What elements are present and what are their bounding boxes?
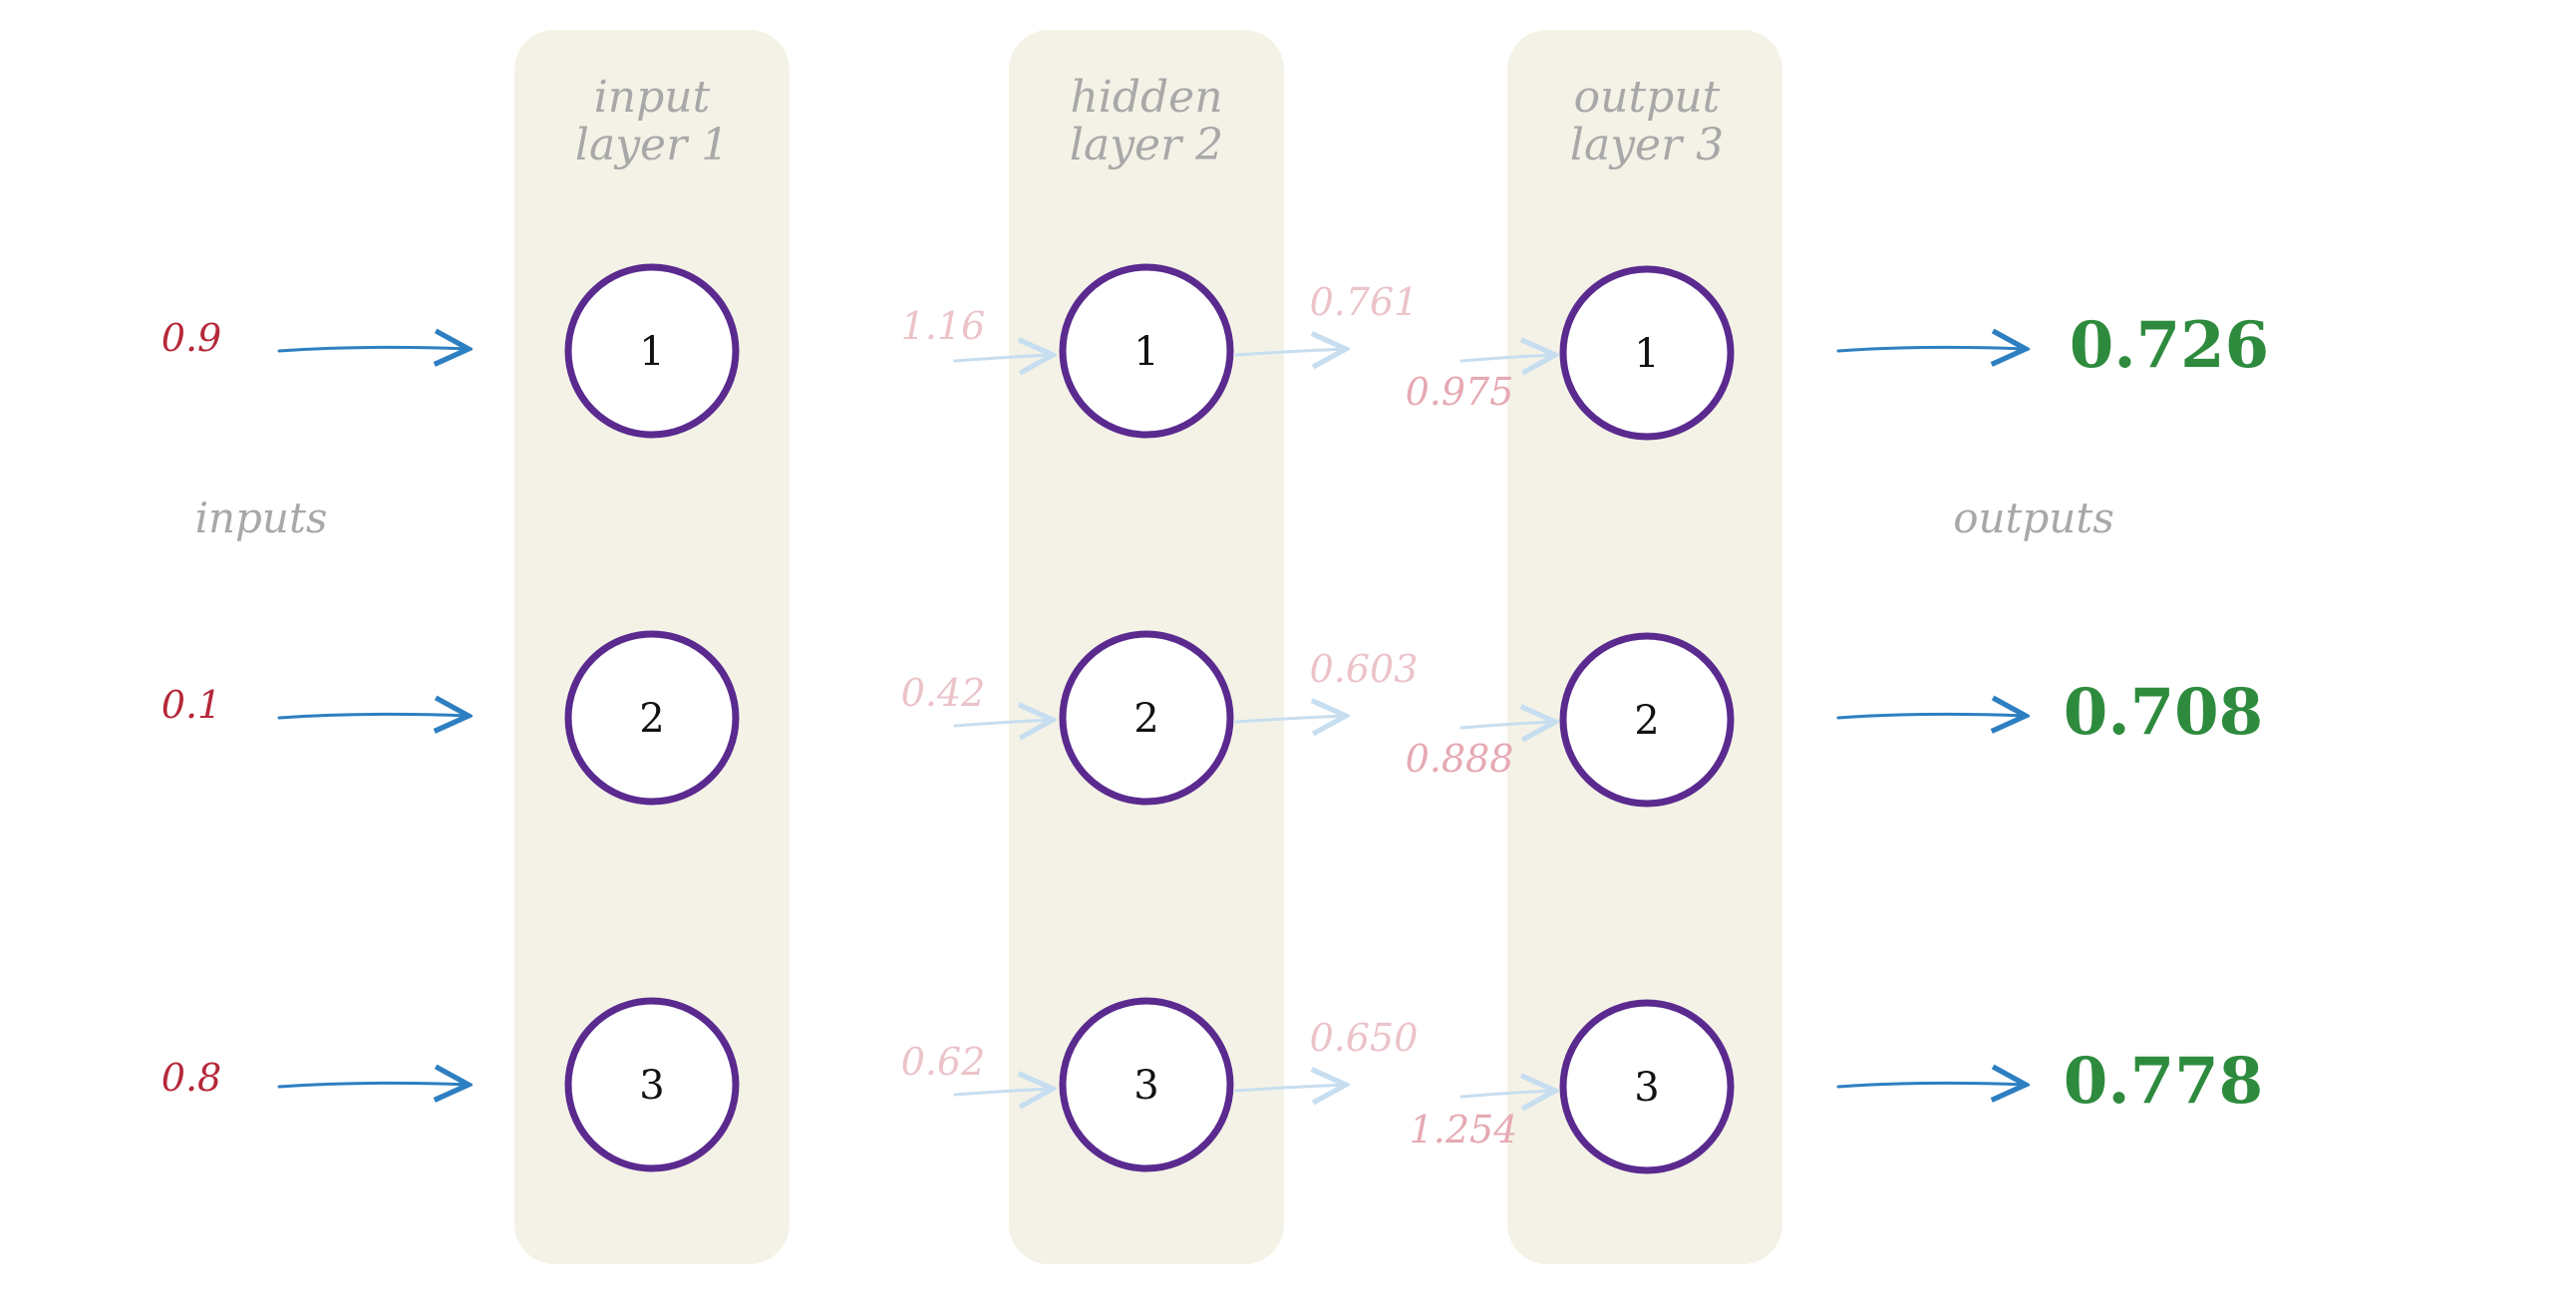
- input-node-1: 1: [564, 263, 740, 439]
- input-node-2-label: 2: [639, 696, 664, 742]
- layer-title-hidden-line1: hidden: [1070, 72, 1222, 123]
- layer-title-input-line2: layer 1: [575, 120, 729, 170]
- output-in-arrow-1: [1459, 355, 1555, 361]
- output-layer-input-value-3: 1.254: [1410, 1108, 1518, 1151]
- hidden-node-3-label: 3: [1133, 1063, 1158, 1109]
- hidden-node-3: 3: [1059, 997, 1234, 1172]
- output-value-1: 0.726: [2070, 308, 2269, 383]
- output-in-arrow-3: [1459, 1091, 1555, 1097]
- hidden-in-arrow-3: [953, 1089, 1053, 1095]
- outputs-label: outputs: [1953, 493, 2114, 542]
- output-layer-input-value-2: 0.888: [1406, 737, 1514, 781]
- input-node-3: 3: [564, 997, 740, 1172]
- hidden-input-value-2: 0.42: [901, 671, 986, 715]
- hidden-node-2: 2: [1059, 630, 1234, 806]
- hidden-output-value-3: 0.650: [1310, 1016, 1419, 1060]
- output-node-1-label: 1: [1634, 331, 1659, 377]
- input-node-3-label: 3: [639, 1063, 664, 1109]
- input-value-3: 0.8: [161, 1056, 221, 1100]
- layer-title-input-line1: input: [594, 72, 711, 123]
- output-arrow-3: [1836, 1083, 2026, 1087]
- hidden-node-1-label: 1: [1133, 329, 1158, 375]
- hidden-node-2-label: 2: [1133, 696, 1158, 742]
- layer-title-hidden-line2: layer 2: [1070, 120, 1223, 170]
- hidden-input-value-3: 0.62: [901, 1040, 986, 1084]
- output-value-2: 0.708: [2064, 675, 2263, 750]
- output-in-arrow-2: [1459, 722, 1555, 728]
- hidden-output-value-1: 0.761: [1310, 280, 1419, 324]
- output-layer-input-value-1: 0.975: [1406, 370, 1514, 414]
- output-node-2: 2: [1559, 632, 1735, 808]
- hidden-node-1: 1: [1059, 263, 1234, 439]
- input-value-2: 0.1: [161, 683, 221, 727]
- input-arrow-1: [277, 347, 469, 351]
- output-arrow-2: [1836, 714, 2026, 718]
- hidden-out-arrow-1: [1234, 349, 1346, 355]
- input-node-2: 2: [564, 630, 740, 806]
- input-value-1: 0.9: [161, 316, 221, 360]
- input-arrow-2: [277, 714, 469, 718]
- input-arrow-3: [277, 1083, 469, 1087]
- inputs-label: inputs: [195, 493, 328, 542]
- layer-title-output-line2: layer 3: [1570, 120, 1724, 170]
- output-node-3: 3: [1559, 999, 1735, 1174]
- hidden-out-arrow-2: [1234, 716, 1346, 722]
- hidden-in-arrow-1: [953, 355, 1053, 361]
- output-value-3: 0.778: [2064, 1044, 2263, 1119]
- input-node-1-label: 1: [639, 329, 664, 375]
- output-node-3-label: 3: [1634, 1065, 1659, 1111]
- hidden-in-arrow-2: [953, 720, 1053, 726]
- layer-title-output-line1: output: [1574, 72, 1721, 123]
- hidden-input-value-1: 1.16: [901, 304, 986, 348]
- output-node-2-label: 2: [1634, 698, 1659, 744]
- output-node-1: 1: [1559, 265, 1735, 441]
- output-arrow-1: [1836, 347, 2026, 351]
- hidden-out-arrow-3: [1234, 1085, 1346, 1091]
- hidden-output-value-2: 0.603: [1310, 647, 1419, 691]
